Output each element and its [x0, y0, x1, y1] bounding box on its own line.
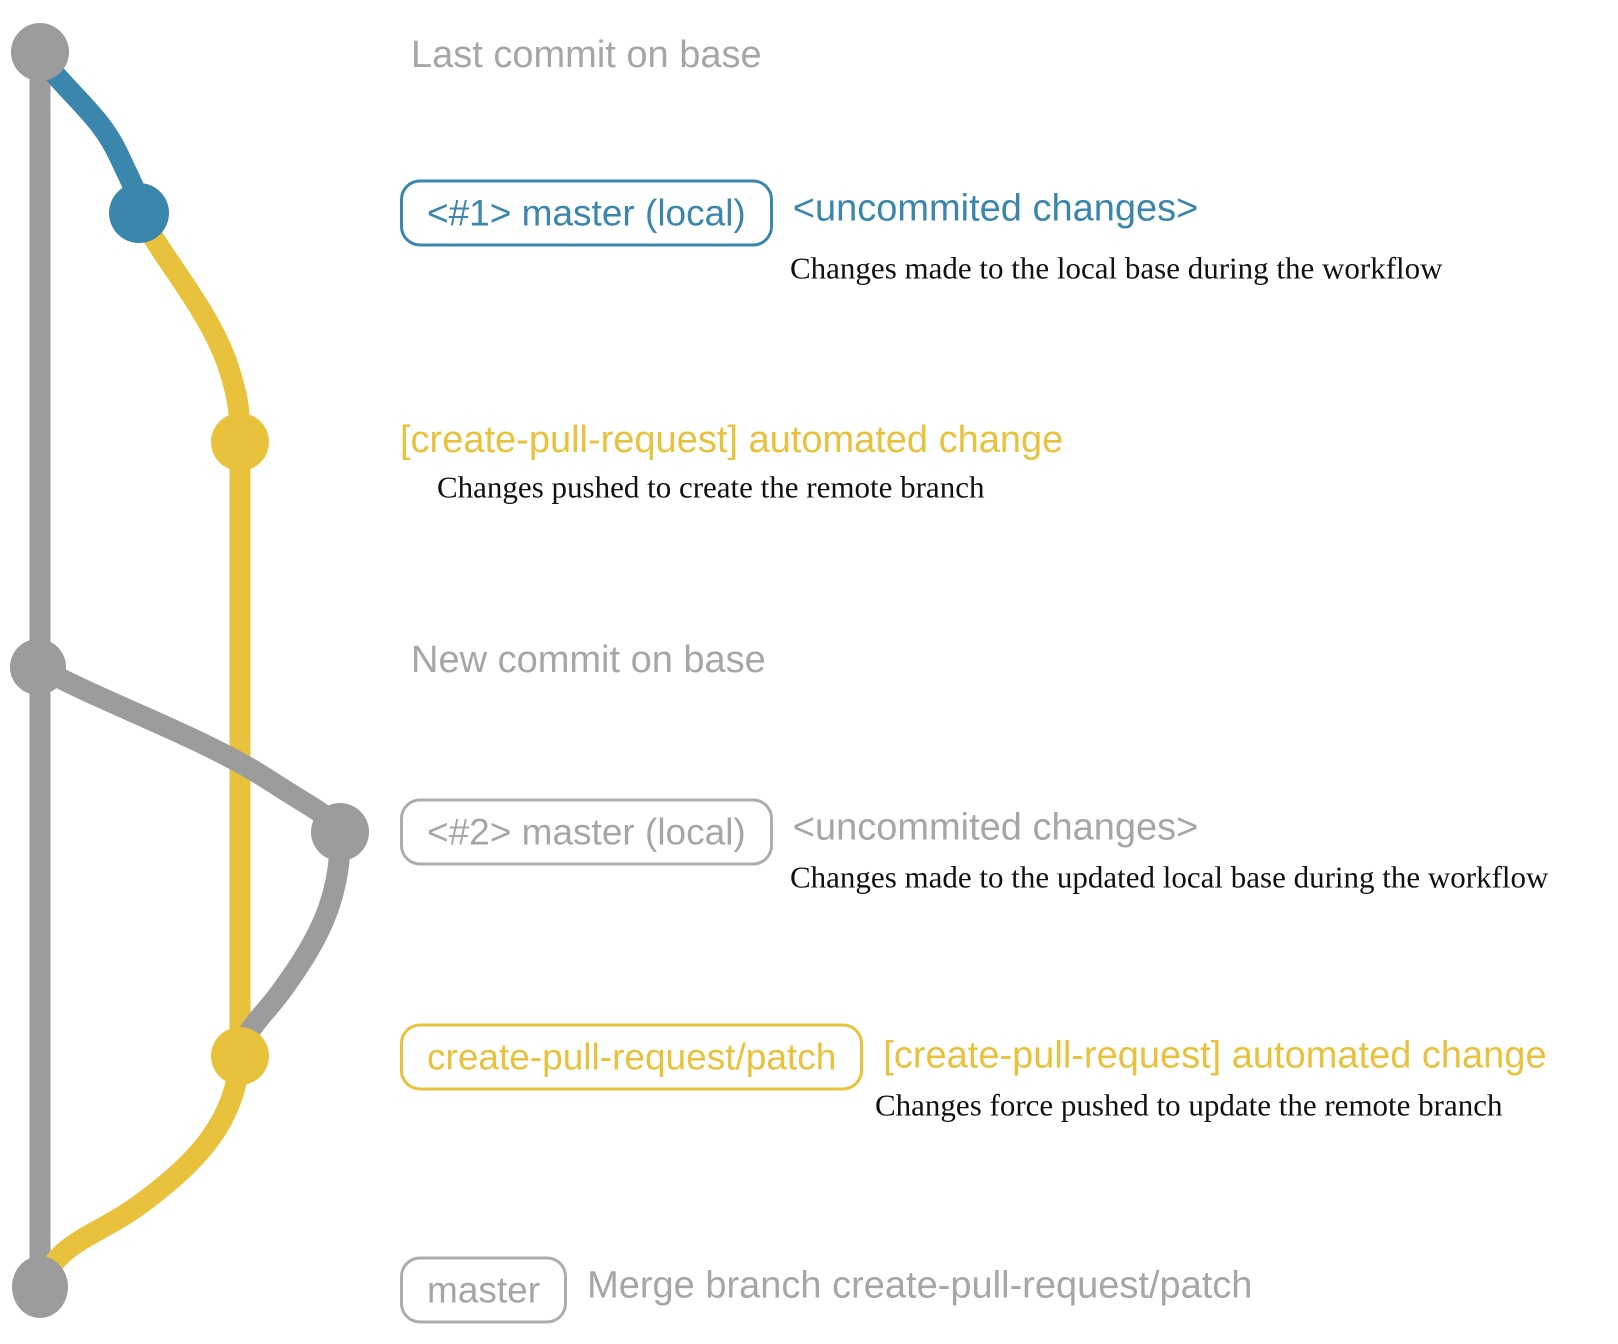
- description-local-1: Changes made to the local base during th…: [790, 250, 1443, 286]
- branch-badge-patch: create-pull-request/patch: [400, 1023, 864, 1091]
- remote-branch-curve-top: [128, 202, 251, 453]
- commit-dot-local-1: [109, 183, 169, 243]
- commit-dot-merge: [12, 1256, 68, 1318]
- label-row-local-2: <#2> master (local) <uncommited changes>: [400, 798, 1199, 866]
- merge-commit-label: Merge branch create-pull-request/patch: [587, 1264, 1253, 1306]
- automated-change-heading-2: [create-pull-request] automated change: [883, 1034, 1547, 1076]
- branch-badge-master: master: [400, 1256, 568, 1324]
- commit-dot-remote-2: [211, 1027, 269, 1085]
- label-row-push-1: [create-pull-request] automated change: [400, 421, 1063, 459]
- commit-dot-new-base: [10, 639, 66, 695]
- label-row-new-commit: New commit on base: [411, 641, 766, 679]
- commit-dot-last-base: [11, 23, 69, 81]
- remote-branch-merge-curve: [31, 1045, 251, 1296]
- last-commit-label: Last commit on base: [411, 34, 762, 76]
- label-row-push-2: create-pull-request/patch [create-pull-r…: [400, 1023, 1547, 1091]
- commit-dot-remote-1: [211, 413, 269, 471]
- label-row-last-commit: Last commit on base: [411, 36, 762, 74]
- uncommitted-changes-label-2: <uncommited changes>: [792, 806, 1199, 848]
- new-commit-label: New commit on base: [411, 639, 766, 681]
- rebased-local-curve-bottom: [229, 821, 351, 1067]
- description-push-2: Changes force pushed to update the remot…: [875, 1087, 1503, 1123]
- rebased-local-curve-top: [27, 656, 351, 843]
- automated-change-heading-1: [create-pull-request] automated change: [400, 419, 1064, 461]
- description-local-2: Changes made to the updated local base d…: [790, 859, 1549, 895]
- branch-badge-master-local-1: <#1> master (local): [400, 179, 773, 247]
- label-row-merge: master Merge branch create-pull-request/…: [400, 1256, 1253, 1324]
- branch-badge-master-local-2: <#2> master (local): [400, 798, 773, 866]
- description-push-1: Changes pushed to create the remote bran…: [437, 469, 985, 505]
- label-row-local-1: <#1> master (local) <uncommited changes>: [400, 179, 1199, 247]
- commit-dot-local-2: [311, 803, 369, 861]
- uncommitted-changes-label-1: <uncommited changes>: [792, 187, 1199, 229]
